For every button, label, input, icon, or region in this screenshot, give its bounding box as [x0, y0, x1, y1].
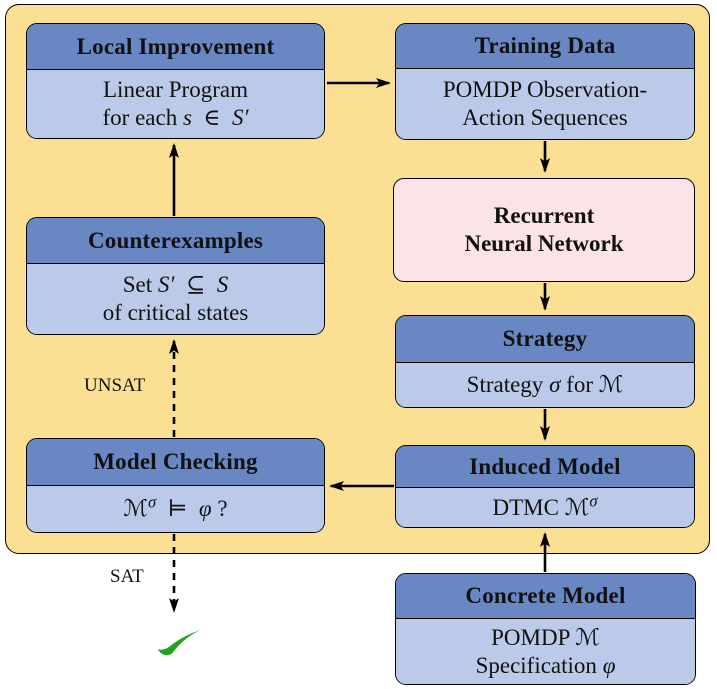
body-line: Specification φ	[476, 652, 616, 680]
text-segment: Strategy	[466, 372, 550, 397]
text-segment: Neural Network	[464, 231, 624, 256]
box-induced-model-title: Induced Model	[396, 446, 694, 488]
box-counterexamples: Counterexamples Set S′ ⊆ S of critical s…	[26, 217, 325, 335]
body-line: Set S′ ⊆ S	[123, 271, 228, 299]
body-line: of critical states	[103, 299, 249, 327]
box-training-data-title: Training Data	[396, 24, 694, 69]
box-recurrent-neural-network: Recurrent Neural Network	[393, 178, 695, 282]
math-var: S′	[157, 272, 175, 297]
body-line: Action Sequences	[462, 104, 627, 132]
body-line: for each s ∈ S′	[103, 104, 249, 132]
body-line: ℳσ ⊨ φ ?	[123, 492, 228, 523]
math-var: s	[182, 105, 192, 130]
math-var: ℳ	[123, 496, 148, 521]
box-local-improvement-body: Linear Program for each s ∈ S′	[27, 70, 324, 138]
box-counterexamples-title: Counterexamples	[27, 218, 324, 264]
text-segment: of critical states	[102, 300, 249, 325]
body-line: Linear Program	[103, 76, 248, 104]
checkmark-icon	[158, 630, 201, 656]
box-model-checking-body: ℳσ ⊨ φ ?	[27, 486, 324, 532]
text-segment: Specification	[475, 652, 603, 678]
math-var: ℳ	[564, 494, 590, 520]
body-line: DTMC ℳσ	[492, 490, 598, 522]
box-model-checking: Model Checking ℳσ ⊨ φ ?	[26, 438, 325, 533]
sat-label: SAT	[110, 566, 144, 587]
text-segment: Recurrent	[493, 203, 595, 228]
text-segment: Action Sequences	[462, 105, 628, 130]
box-strategy-title: Strategy	[396, 316, 694, 363]
math-var: ℳ	[598, 372, 624, 397]
text-segment: POMDP	[491, 624, 576, 650]
box-induced-model-body: DTMC ℳσ	[396, 488, 694, 527]
math-var: S′	[231, 105, 249, 130]
box-concrete-model-body: POMDP ℳ Specification φ	[396, 619, 695, 684]
body-line: Recurrent	[494, 202, 594, 230]
box-local-improvement-title: Local Improvement	[27, 24, 324, 70]
text-segment: ?	[211, 496, 228, 521]
text-segment: Linear Program	[103, 77, 248, 102]
math-superscript: σ	[589, 490, 598, 510]
text-segment: for each	[102, 105, 183, 130]
box-concrete-model: Concrete Model POMDP ℳ Specification φ	[395, 573, 696, 685]
math-var: S	[216, 272, 229, 297]
body-line: Strategy σ for ℳ	[467, 371, 624, 399]
math-var: φ	[602, 652, 616, 678]
math-superscript: σ	[147, 492, 157, 512]
text-segment: for	[560, 372, 599, 397]
box-rnn-body: Recurrent Neural Network	[464, 179, 624, 281]
box-training-data-body: POMDP Observation- Action Sequences	[396, 69, 694, 139]
math-var: σ	[549, 372, 561, 397]
box-concrete-model-title: Concrete Model	[396, 574, 695, 619]
math-operator: ⊨	[156, 496, 199, 521]
body-line: POMDP ℳ	[491, 624, 600, 652]
body-line: Neural Network	[464, 230, 623, 258]
text-segment: POMDP Observation-	[442, 77, 648, 102]
box-strategy-body: Strategy σ for ℳ	[396, 363, 694, 407]
box-model-checking-title: Model Checking	[27, 439, 324, 486]
math-var: φ	[198, 496, 212, 521]
math-operator: ⊆	[174, 272, 217, 297]
text-segment: Set	[122, 272, 158, 297]
box-induced-model: Induced Model DTMC ℳσ	[395, 445, 695, 528]
box-local-improvement: Local Improvement Linear Program for eac…	[26, 23, 325, 139]
math-operator: ∈	[191, 105, 232, 130]
text-segment: DTMC	[492, 494, 565, 520]
box-strategy: Strategy Strategy σ for ℳ	[395, 315, 695, 408]
box-counterexamples-body: Set S′ ⊆ S of critical states	[27, 264, 324, 334]
body-line: POMDP Observation-	[443, 76, 647, 104]
math-var: ℳ	[575, 624, 600, 650]
box-training-data: Training Data POMDP Observation- Action …	[395, 23, 695, 140]
unsat-label: UNSAT	[84, 375, 146, 396]
